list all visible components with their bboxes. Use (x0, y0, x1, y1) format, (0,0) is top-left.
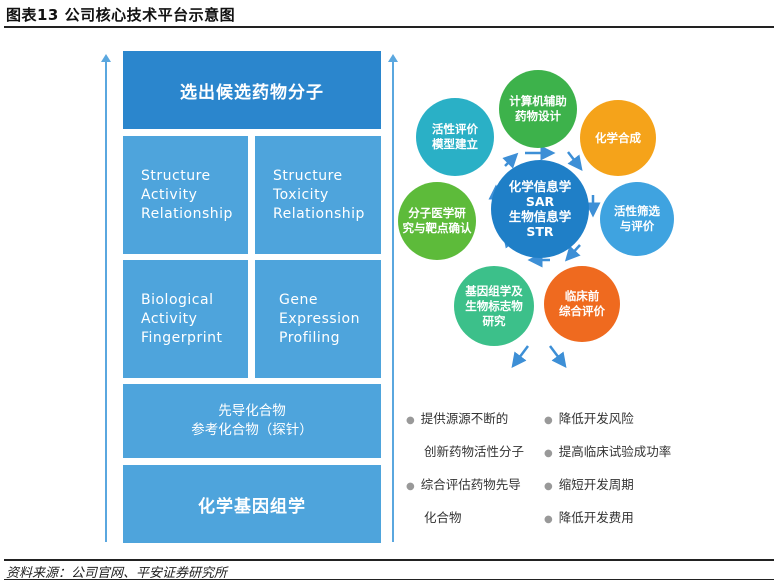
bottom-rule (4, 559, 774, 561)
str-line-1: Structure (273, 167, 343, 184)
candidate-molecules-box: 选出候选药物分子 (123, 51, 381, 129)
genomics-line-2: 生物标志物 (465, 298, 523, 313)
target-line-1: 分子医学研 (408, 206, 466, 220)
chem-line-1: 化学合成 (595, 130, 641, 145)
bullet-left-3-text: 综合评估药物先导 (420, 477, 521, 492)
right-arrow-line (392, 62, 394, 542)
center-line-1: 化学信息学 (508, 179, 572, 194)
bullet-left-1: ● 提供源源不断的 (406, 408, 508, 427)
bullet-right-4: ● 降低开发费用 (544, 507, 634, 526)
bullet-dot-icon: ● (406, 415, 415, 426)
str-line-2: Toxicity (273, 186, 329, 203)
bullet-left-2: 创新药物活性分子 (424, 441, 524, 460)
preclinical-node: 临床前综合评价 (544, 266, 620, 342)
genomics-line-1: 基因组学及 (465, 283, 523, 298)
sar-line-2: Activity (141, 186, 198, 203)
bullet-left-4-text: 化合物 (424, 510, 462, 525)
bullet-dot-icon: ● (406, 481, 415, 492)
bullet-right-4-text: 降低开发费用 (558, 510, 634, 525)
figure-title: 图表13 公司核心技术平台示意图 (6, 6, 236, 24)
lead-compounds-box: 先导化合物 参考化合物（探针） (123, 384, 381, 458)
chem-synthesis-node: 化学合成 (580, 100, 656, 176)
cadd-node: 计算机辅助药物设计 (499, 70, 577, 148)
sar-line-1: Structure (141, 167, 211, 184)
bullet-right-3-text: 缩短开发周期 (558, 477, 634, 492)
bullet-left-2-text: 创新药物活性分子 (424, 444, 525, 459)
bullet-dot-icon: ● (544, 514, 553, 525)
str-box: Structure Toxicity Relationship (255, 136, 381, 254)
center-line-4: STR (526, 224, 554, 239)
bullet-right-3: ● 缩短开发周期 (544, 474, 634, 493)
bullet-left-3: ● 综合评估药物先导 (406, 474, 521, 493)
activity-screening-node: 活性筛选与评价 (600, 182, 674, 256)
target-validation-node: 分子医学研究与靶点确认 (398, 182, 476, 260)
bullet-right-2-text: 提高临床试验成功率 (558, 444, 672, 459)
sar-box: Structure Activity Relationship (123, 136, 248, 254)
bullet-dot-icon: ● (544, 415, 553, 426)
center-informatics-node: 化学信息学 SAR 生物信息学 STR (491, 160, 589, 258)
genomics-line-3: 研究 (482, 313, 506, 328)
chemical-genomics-box: 化学基因组学 (123, 465, 381, 543)
bio-line-3: Fingerprint (141, 329, 223, 346)
bullet-left-4: 化合物 (424, 507, 462, 526)
model-line-1: 活性评价 (432, 122, 478, 136)
bio-line-1: Biological (141, 291, 214, 308)
preclin-line-2: 综合评价 (559, 304, 605, 318)
bottom-rule-2 (4, 579, 774, 580)
left-arrow-head (101, 54, 111, 62)
left-arrow-line (105, 62, 107, 542)
gene-line-3: Profiling (279, 329, 341, 346)
top-rule (4, 26, 774, 28)
screen-line-1: 活性筛选 (614, 204, 660, 218)
bullet-right-1-text: 降低开发风险 (558, 411, 634, 426)
str-line-3: Relationship (273, 205, 365, 222)
screen-line-2: 与评价 (619, 219, 655, 233)
bio-fingerprint-box: Biological Activity Fingerprint (123, 260, 248, 378)
bullet-left-1-text: 提供源源不断的 (420, 411, 509, 426)
lead-line-2: 参考化合物（探针） (191, 422, 313, 438)
right-arrow-head (388, 54, 398, 62)
source-note: 资料来源：公司官网、平安证券研究所 (6, 566, 228, 581)
center-line-2: SAR (525, 194, 555, 209)
cadd-line-2: 药物设计 (515, 109, 561, 123)
gene-line-2: Expression (279, 310, 360, 327)
cadd-line-1: 计算机辅助 (509, 94, 567, 108)
gene-expression-box: Gene Expression Profiling (255, 260, 381, 378)
bullet-dot-icon: ● (544, 448, 553, 459)
preclin-line-1: 临床前 (564, 289, 600, 303)
sar-line-3: Relationship (141, 205, 233, 222)
bio-line-2: Activity (141, 310, 198, 327)
gene-line-1: Gene (279, 291, 318, 308)
center-line-3: 生物信息学 (508, 209, 572, 224)
bullet-dot-icon: ● (544, 481, 553, 492)
model-line-2: 模型建立 (432, 137, 478, 151)
genomics-biomarker-node: 基因组学及生物标志物研究 (454, 266, 534, 346)
activity-model-node: 活性评价模型建立 (416, 98, 494, 176)
lead-line-1: 先导化合物 (218, 403, 286, 419)
target-line-2: 究与靶点确认 (402, 221, 472, 235)
bullet-right-2: ● 提高临床试验成功率 (544, 441, 671, 460)
bullet-right-1: ● 降低开发风险 (544, 408, 634, 427)
